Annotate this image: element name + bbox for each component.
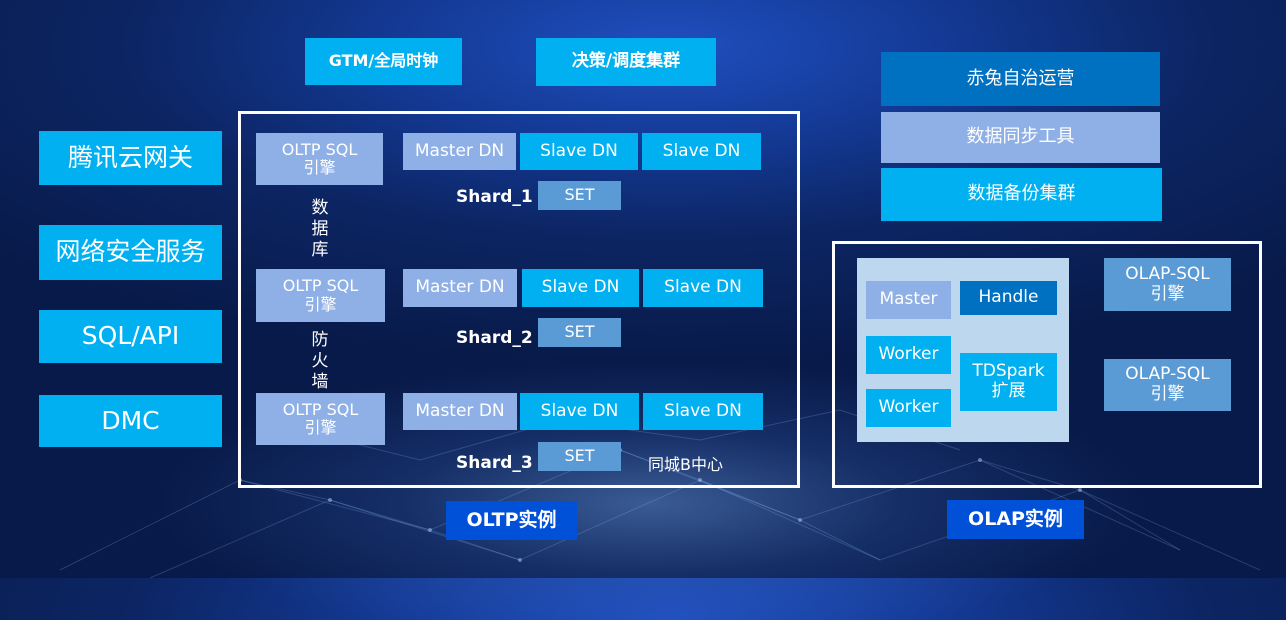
- oltp-sql-engine-2: OLTP SQL引擎: [256, 269, 385, 322]
- tdspark-label: TDSpark扩展: [972, 361, 1045, 401]
- tool-label-2: 数据备份集群: [967, 183, 1076, 205]
- olap-handle-box: Handle: [960, 281, 1057, 315]
- olap-handle-label: Handle: [978, 287, 1039, 308]
- oltp-sql-engine-1: OLTP SQL引擎: [256, 133, 383, 185]
- left-label-1: 网络安全服务: [55, 237, 206, 267]
- master-dn-3: Master DN: [403, 393, 517, 430]
- oltp-instance-label: OLTP实例: [446, 501, 577, 540]
- slave-dn-2b: Slave DN: [643, 269, 763, 307]
- gtm-label: GTM/全局时钟: [328, 51, 439, 71]
- slave-dn-2a: Slave DN: [522, 269, 639, 307]
- olap-worker-1: Worker: [866, 336, 951, 374]
- master-dn-1: Master DN: [403, 133, 516, 170]
- tdspark-extension-box: TDSpark扩展: [960, 353, 1057, 411]
- decision-label: 决策/调度集群: [571, 51, 681, 72]
- chitu-ops-box: 赤兔自治运营: [881, 52, 1160, 106]
- tool-label-0: 赤兔自治运营: [966, 67, 1075, 89]
- shard-3-label: Shard_3: [456, 453, 533, 473]
- master-dn-1-label: Master DN: [414, 140, 505, 161]
- shard-1-label: Shard_1: [456, 187, 533, 207]
- olap-sql-engine-2: OLAP-SQL 引擎: [1104, 359, 1231, 411]
- tencent-gateway-box: 腾讯云网关: [39, 131, 222, 185]
- olap-worker-2-label: Worker: [878, 397, 939, 418]
- olap-engine-label-1: OLAP-SQL 引擎: [1125, 263, 1210, 304]
- firewall-vertical-label: 防火墙: [311, 330, 329, 392]
- master-dn-2-label: Master DN: [415, 277, 505, 298]
- slave-dn-3a-label: Slave DN: [540, 400, 619, 421]
- oltp-sql-engine-3: OLTP SQL引擎: [256, 393, 385, 445]
- set-1-label: SET: [564, 185, 595, 205]
- oltp-instance-frame: [238, 111, 800, 488]
- tool-label-1: 数据同步工具: [966, 126, 1075, 148]
- shard-2-label: Shard_2: [456, 328, 533, 348]
- slave-dn-1a-label: Slave DN: [540, 140, 618, 161]
- sql-api-box: SQL/API: [39, 310, 222, 363]
- set-1: SET: [538, 181, 621, 210]
- olap-instance-text: OLAP实例: [968, 507, 1063, 530]
- decision-cluster-box: 决策/调度集群: [536, 38, 716, 86]
- set-2-label: SET: [564, 322, 595, 342]
- left-label-0: 腾讯云网关: [67, 142, 193, 172]
- slave-dn-2a-label: Slave DN: [541, 277, 620, 298]
- network-security-box: 网络安全服务: [39, 225, 222, 280]
- master-dn-3-label: Master DN: [415, 400, 505, 421]
- olap-instance-label: OLAP实例: [947, 500, 1084, 539]
- data-backup-cluster-box: 数据备份集群: [881, 168, 1162, 221]
- dmc-box: DMC: [39, 395, 222, 447]
- data-sync-tool-box: 数据同步工具: [881, 112, 1160, 163]
- olap-sql-engine-1: OLAP-SQL 引擎: [1104, 258, 1231, 311]
- slave-dn-3a: Slave DN: [520, 393, 639, 430]
- slave-dn-1a: Slave DN: [520, 133, 638, 170]
- olap-engine-label-2: OLAP-SQL 引擎: [1125, 364, 1210, 404]
- oltp-engine-label-1: OLTP SQL引擎: [281, 139, 358, 177]
- olap-worker-1-label: Worker: [878, 344, 939, 365]
- set-3-label: SET: [564, 446, 595, 466]
- olap-worker-2: Worker: [866, 389, 951, 427]
- oltp-engine-label-3: OLTP SQL引擎: [282, 399, 359, 437]
- set-2: SET: [538, 318, 621, 347]
- center-b-label: 同城B中心: [648, 455, 723, 474]
- database-vertical-label: 数据库: [311, 198, 329, 260]
- slave-dn-3b: Slave DN: [643, 393, 763, 430]
- olap-master-box: Master: [866, 281, 951, 319]
- left-label-3: DMC: [101, 405, 160, 435]
- master-dn-2: Master DN: [403, 269, 517, 307]
- olap-instance-frame: [832, 241, 1262, 488]
- left-label-2: SQL/API: [81, 321, 180, 351]
- olap-master-label: Master: [879, 289, 938, 310]
- oltp-engine-label-2: OLTP SQL引擎: [282, 276, 359, 314]
- slave-dn-1b: Slave DN: [642, 133, 761, 170]
- slave-dn-2b-label: Slave DN: [664, 277, 742, 298]
- slave-dn-3b-label: Slave DN: [664, 400, 742, 421]
- set-3: SET: [538, 442, 621, 471]
- gtm-global-clock-box: GTM/全局时钟: [305, 38, 462, 85]
- oltp-instance-text: OLTP实例: [466, 508, 557, 531]
- slave-dn-1b-label: Slave DN: [662, 140, 741, 161]
